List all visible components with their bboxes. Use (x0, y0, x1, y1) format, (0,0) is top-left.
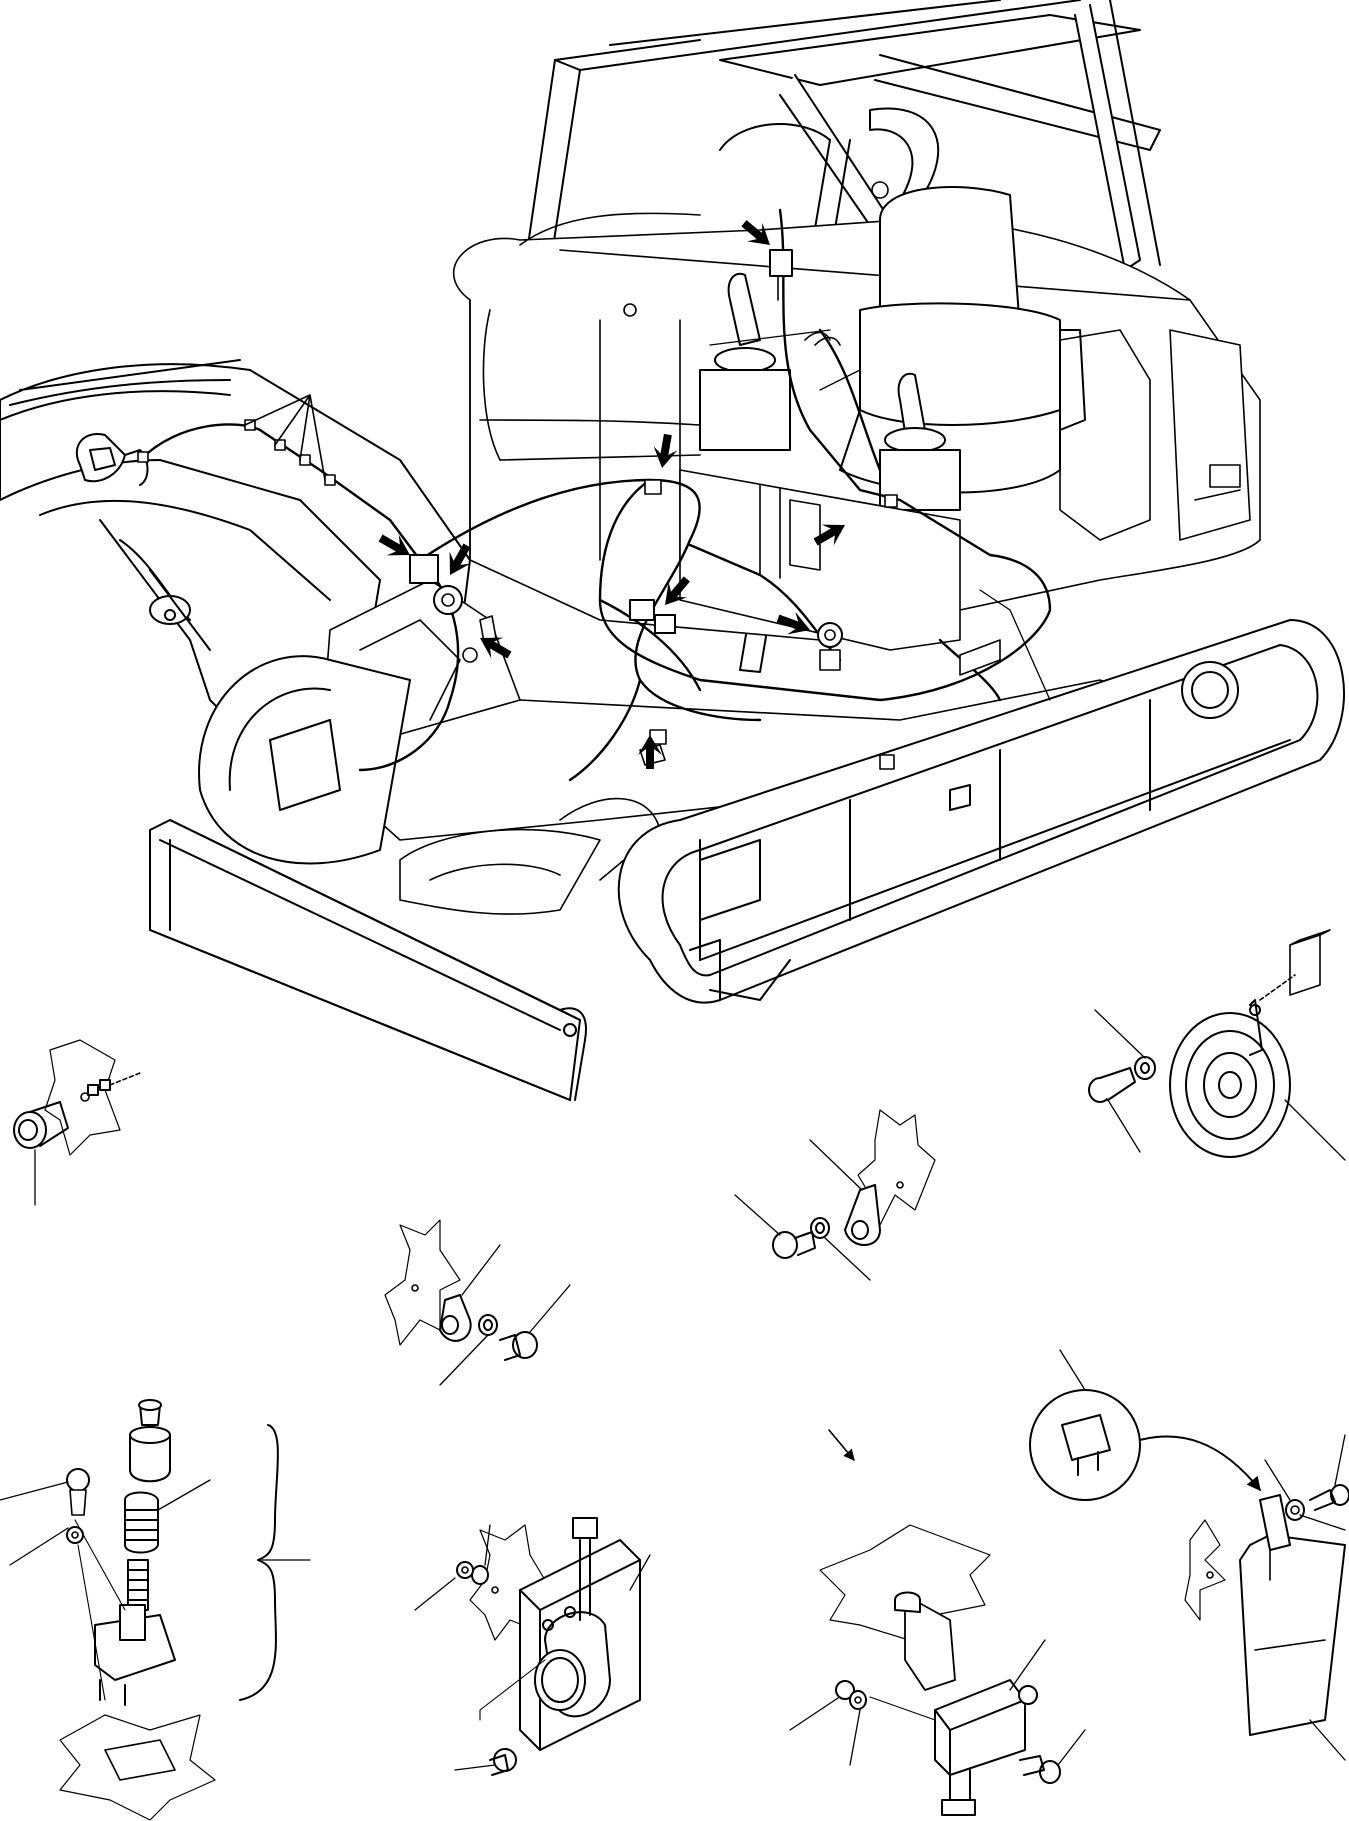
detail-switch-assembly (0, 1400, 310, 1820)
boom-harness-clamps (138, 395, 335, 485)
detail-clamp-left (385, 1220, 570, 1385)
track-right (619, 620, 1344, 1003)
clamp-icon (845, 1185, 880, 1245)
clamp-bolt (773, 1232, 815, 1258)
switch-icon (95, 1400, 175, 1705)
detail-pressure-switch (14, 1040, 140, 1205)
clamp-washer (479, 1315, 497, 1335)
relay-icon (935, 1680, 1037, 1815)
detail-work-light (415, 1518, 650, 1775)
detail-fuse-holder (1030, 1350, 1349, 1760)
dozer-blade (150, 820, 586, 1100)
track-left (199, 656, 410, 863)
horn-washer (1135, 1057, 1155, 1079)
console-box (680, 470, 960, 650)
clamp-washer (811, 1218, 829, 1238)
excavator-assembly (0, 0, 1344, 1100)
lamp-icon (520, 1518, 640, 1750)
main-leader-lines (710, 330, 1050, 700)
detail-horn (1089, 930, 1345, 1160)
relay-bolt (1020, 1756, 1060, 1783)
clamp-icon (440, 1295, 471, 1341)
horn-icon (1170, 1000, 1290, 1157)
boom-work-light (77, 434, 148, 485)
detail-clamp-right (735, 1110, 935, 1280)
harness-components (410, 250, 1000, 769)
clamp-bolt (500, 1332, 537, 1360)
fuse-icon (1062, 1415, 1110, 1475)
fuse-bolt (1310, 1485, 1349, 1510)
pressure-switch-icon (14, 1080, 110, 1148)
control-levers (700, 274, 960, 510)
horn-bolt (1089, 1068, 1135, 1102)
detail-relay (790, 1430, 1085, 1815)
assembly-brace (240, 1425, 278, 1700)
lamp-bolt (490, 1749, 516, 1775)
